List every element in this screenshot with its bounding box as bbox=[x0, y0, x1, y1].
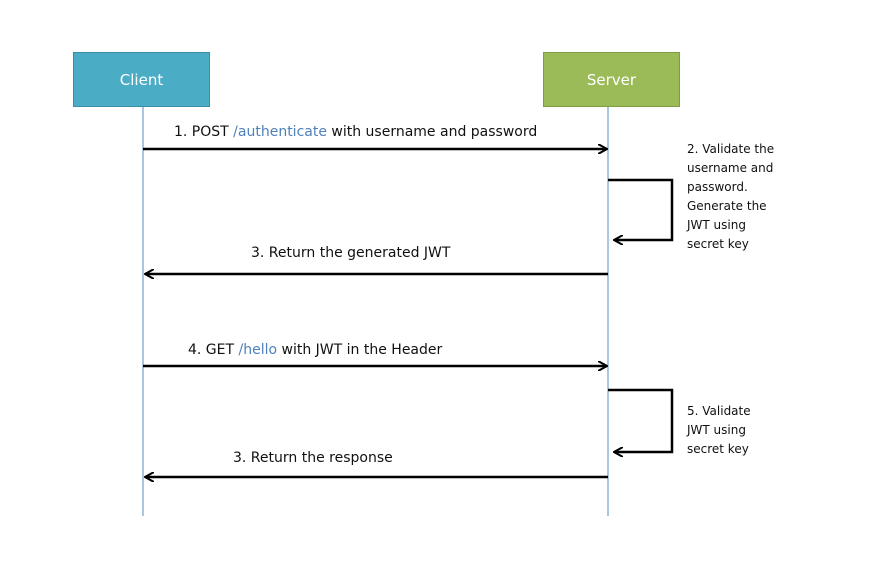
note-line: 2. Validate the bbox=[687, 142, 775, 156]
self-loop-validate-credentials bbox=[608, 178, 674, 240]
message-authenticate: 1. POST /authenticate with username and … bbox=[174, 124, 537, 140]
server-actor: Server bbox=[543, 52, 680, 107]
note-line: JWT using bbox=[687, 423, 746, 437]
message-return-jwt: 3. Return the generated JWT bbox=[251, 245, 451, 261]
client-actor: Client bbox=[73, 52, 210, 107]
note-line: username and bbox=[687, 161, 774, 175]
message-authenticate-path: /authenticate bbox=[233, 124, 327, 140]
note-line: JWT using bbox=[687, 218, 746, 232]
message-get-hello-prefix: 4. GET bbox=[188, 342, 239, 358]
note-line: secret key bbox=[687, 237, 749, 251]
note-line: 5. Validate bbox=[687, 404, 751, 418]
note-line: secret key bbox=[687, 442, 749, 456]
note-validate-credentials: 2. Validate the username and password. G… bbox=[687, 140, 774, 254]
note-line: Generate the bbox=[687, 199, 767, 213]
note-validate-jwt: 5. Validate JWT using secret key bbox=[687, 402, 751, 459]
message-get-hello: 4. GET /hello with JWT in the Header bbox=[188, 342, 442, 358]
note-line: password. bbox=[687, 180, 748, 194]
message-authenticate-prefix: 1. POST bbox=[174, 124, 234, 140]
self-loop-validate-jwt bbox=[608, 388, 674, 452]
message-return-response: 3. Return the response bbox=[233, 450, 393, 466]
message-get-hello-suffix: with JWT in the Header bbox=[277, 342, 443, 358]
message-get-hello-path: /hello bbox=[238, 342, 278, 358]
message-authenticate-suffix: with username and password bbox=[326, 124, 538, 140]
